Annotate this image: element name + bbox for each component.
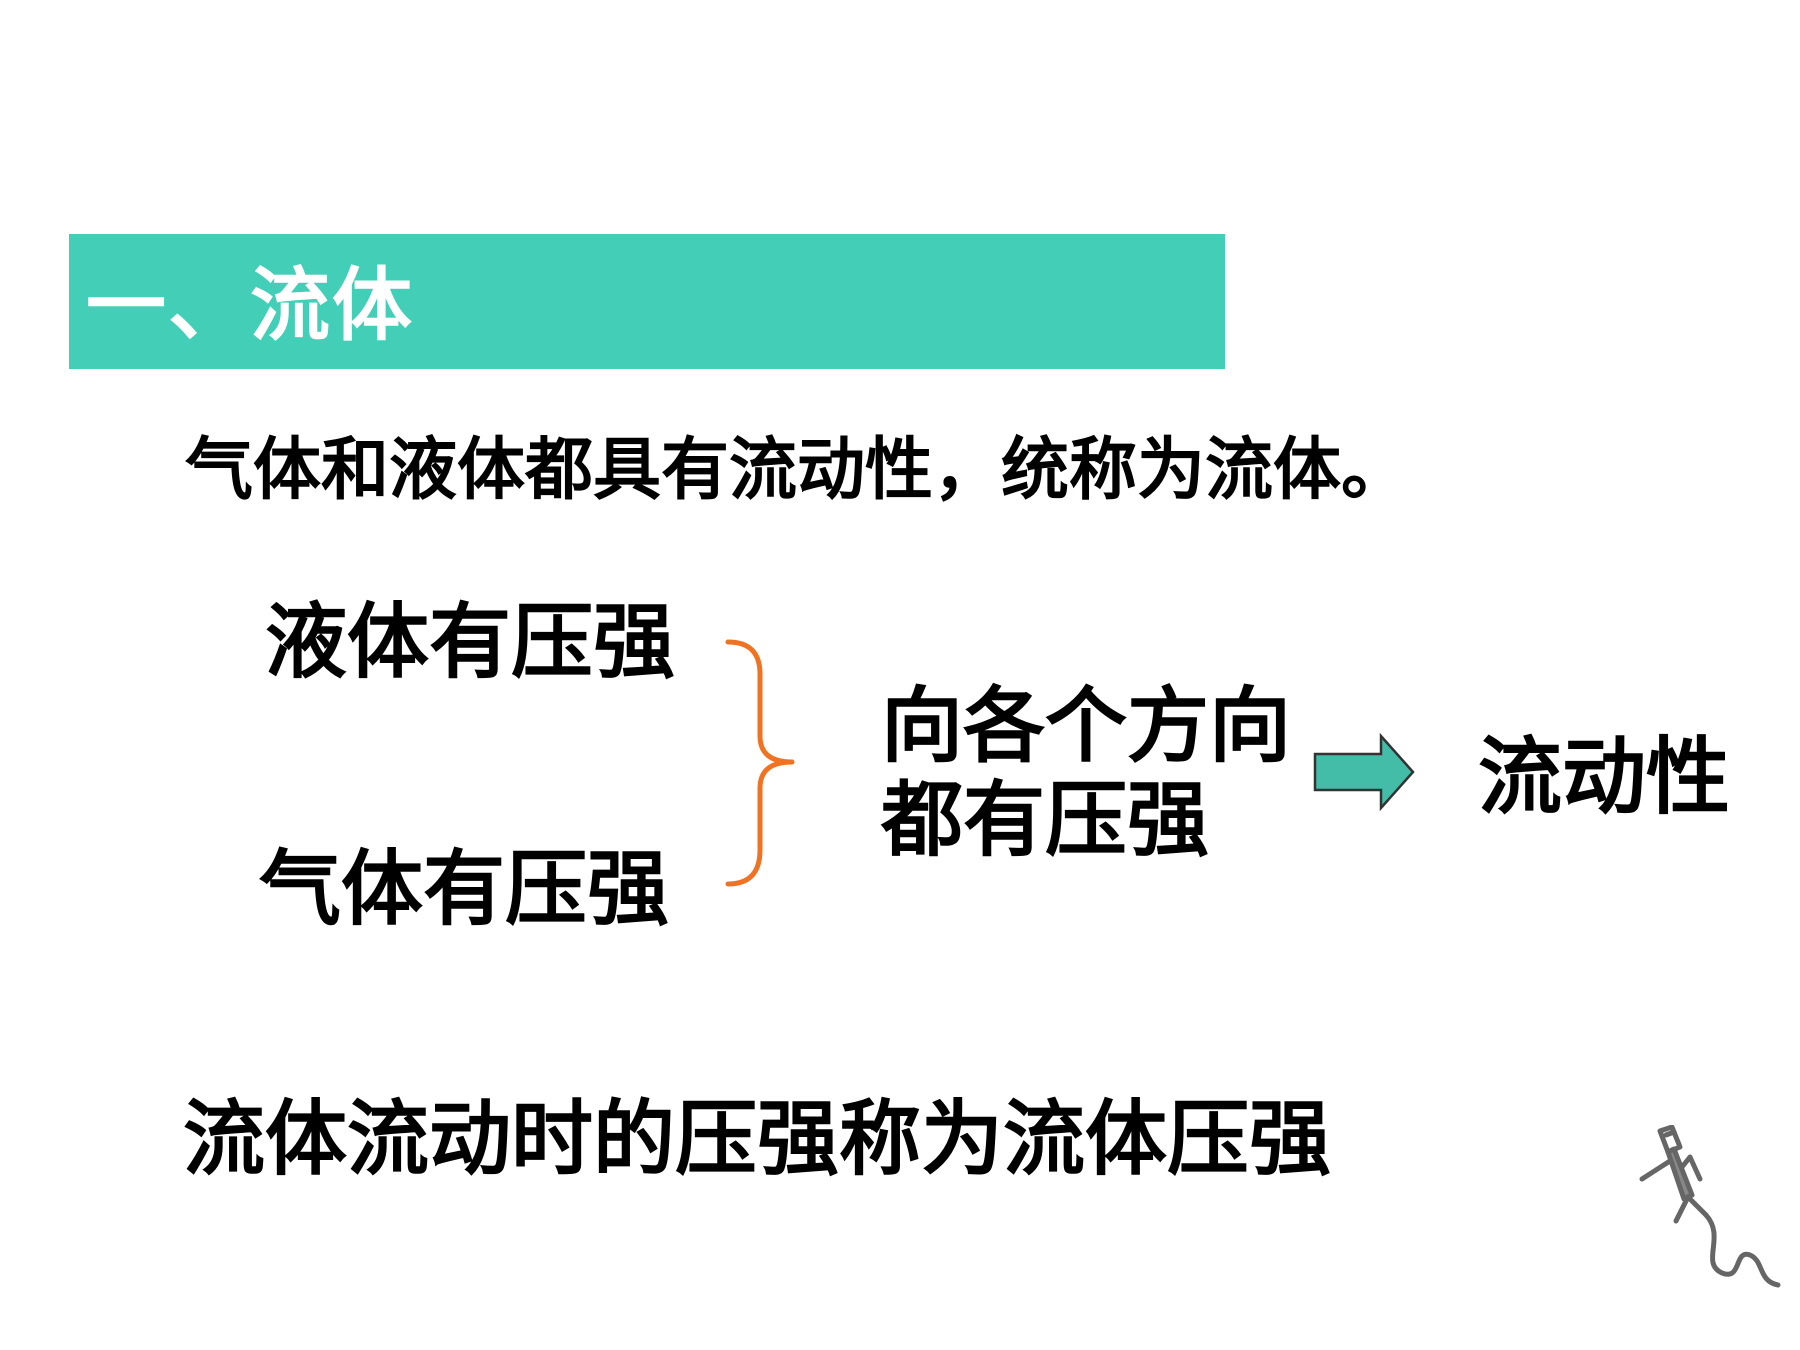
pressure-direction-line1: 向各个方向 (881, 679, 1292, 774)
liquid-pressure-label: 液体有压强 (265, 595, 676, 690)
slide-title: 一、流体 (86, 259, 414, 352)
title-bar (69, 234, 1225, 369)
stick-figure-mascot-icon (1639, 1125, 1781, 1288)
fluid-definition: 气体和液体都具有流动性，统称为流体。 (185, 431, 1410, 510)
right-brace-icon (725, 639, 795, 887)
fluid-pressure-conclusion: 流体流动时的压强称为流体压强 (183, 1092, 1332, 1187)
fluidity-label: 流动性 (1478, 728, 1731, 826)
pressure-direction-line2: 都有压强 (881, 773, 1210, 868)
right-arrow-icon (1313, 732, 1415, 812)
gas-pressure-label: 气体有压强 (259, 842, 670, 937)
